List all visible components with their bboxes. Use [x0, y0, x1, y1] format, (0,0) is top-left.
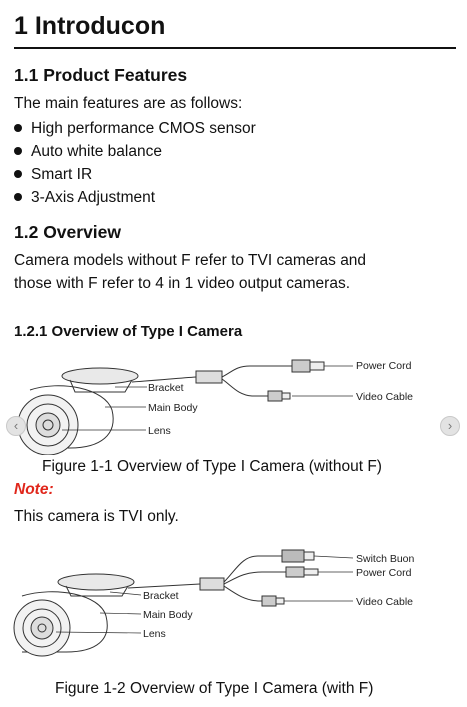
note-text: This camera is TVI only. — [14, 508, 179, 525]
figure-1-1-caption: Figure 1-1 Overview of Type I Camera (wi… — [42, 458, 382, 475]
main-body-label: Main Body — [148, 402, 198, 414]
bullet-icon — [14, 169, 22, 178]
lens-label: Lens — [143, 628, 166, 640]
overview-line-2: those with F refer to 4 in 1 video outpu… — [14, 275, 351, 292]
feature-item: Smart IR — [14, 166, 92, 184]
bracket-label: Bracket — [148, 382, 184, 394]
bracket-label: Bracket — [143, 590, 179, 602]
note-label: Note: — [14, 481, 54, 498]
next-page-button[interactable]: › — [440, 416, 460, 436]
bullet-icon — [14, 123, 22, 132]
heading-rule — [14, 47, 456, 49]
features-intro: The main features are as follows: — [14, 95, 243, 112]
chevron-left-icon: ‹ — [13, 418, 19, 433]
overview-heading: 1.2 Overview — [14, 222, 122, 242]
figure-1-1-diagram: Power Cord Video Cable Bracket Main Body… — [17, 359, 413, 455]
video-cable-label: Video Cable — [356, 596, 413, 608]
bullet-icon — [14, 146, 22, 155]
features-heading: 1.1 Product Features — [14, 65, 188, 85]
video-cable-label: Video Cable — [356, 391, 413, 403]
switch-button-label: Switch Buon — [356, 553, 415, 565]
chevron-right-icon: › — [447, 418, 453, 433]
overview-line-1: Camera models without F refer to TVI cam… — [14, 252, 367, 269]
feature-item: High performance CMOS sensor — [14, 120, 256, 138]
power-cord-label: Power Cord — [356, 567, 412, 579]
feature-item: 3-Axis Adjustment — [14, 189, 155, 207]
type1-heading: 1.2.1 Overview of Type I Camera — [14, 323, 243, 340]
main-body-label: Main Body — [143, 609, 193, 621]
prev-page-button[interactable]: ‹ — [6, 416, 26, 436]
bullet-icon — [14, 192, 22, 201]
feature-item: Auto white balance — [14, 143, 162, 161]
lens-label: Lens — [148, 425, 171, 437]
figure-1-2-caption: Figure 1-2 Overview of Type I Camera (wi… — [55, 680, 374, 697]
figure-1-2-diagram: Switch Buon Power Cord Video Cable Brack… — [13, 549, 415, 657]
power-cord-label: Power Cord — [356, 360, 412, 372]
chapter-heading: 1 Introducon — [14, 12, 166, 40]
